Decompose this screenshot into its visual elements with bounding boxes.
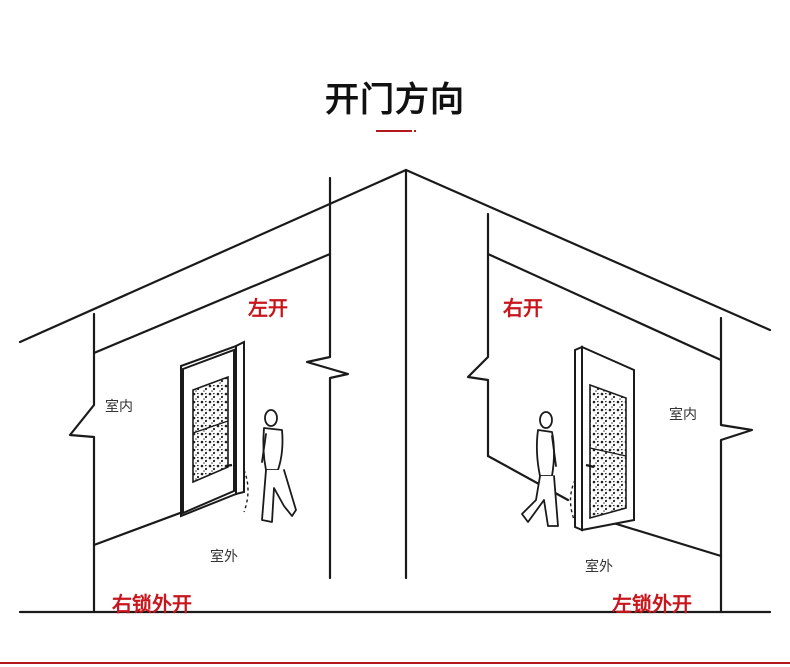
left-ceiling-edge <box>18 168 408 344</box>
page-title: 开门方向 <box>325 80 465 120</box>
right-caption: 左锁外开 <box>612 592 692 616</box>
right-ceiling-edge <box>404 168 772 332</box>
title-underline <box>376 130 416 132</box>
right-outdoor-label: 室外 <box>585 559 613 575</box>
left-opening-label: 左开 <box>248 296 288 320</box>
left-indoor-label: 室内 <box>105 399 133 415</box>
left-person-figure <box>261 409 297 523</box>
right-indoor-label: 室内 <box>669 407 697 423</box>
right-opening-label: 右开 <box>503 296 543 320</box>
bottom-divider <box>0 662 790 664</box>
right-person-figure <box>521 411 559 527</box>
right-door <box>569 345 635 532</box>
left-door <box>180 340 249 518</box>
left-caption: 右锁外开 <box>112 592 192 616</box>
left-outdoor-label: 室外 <box>210 549 238 565</box>
